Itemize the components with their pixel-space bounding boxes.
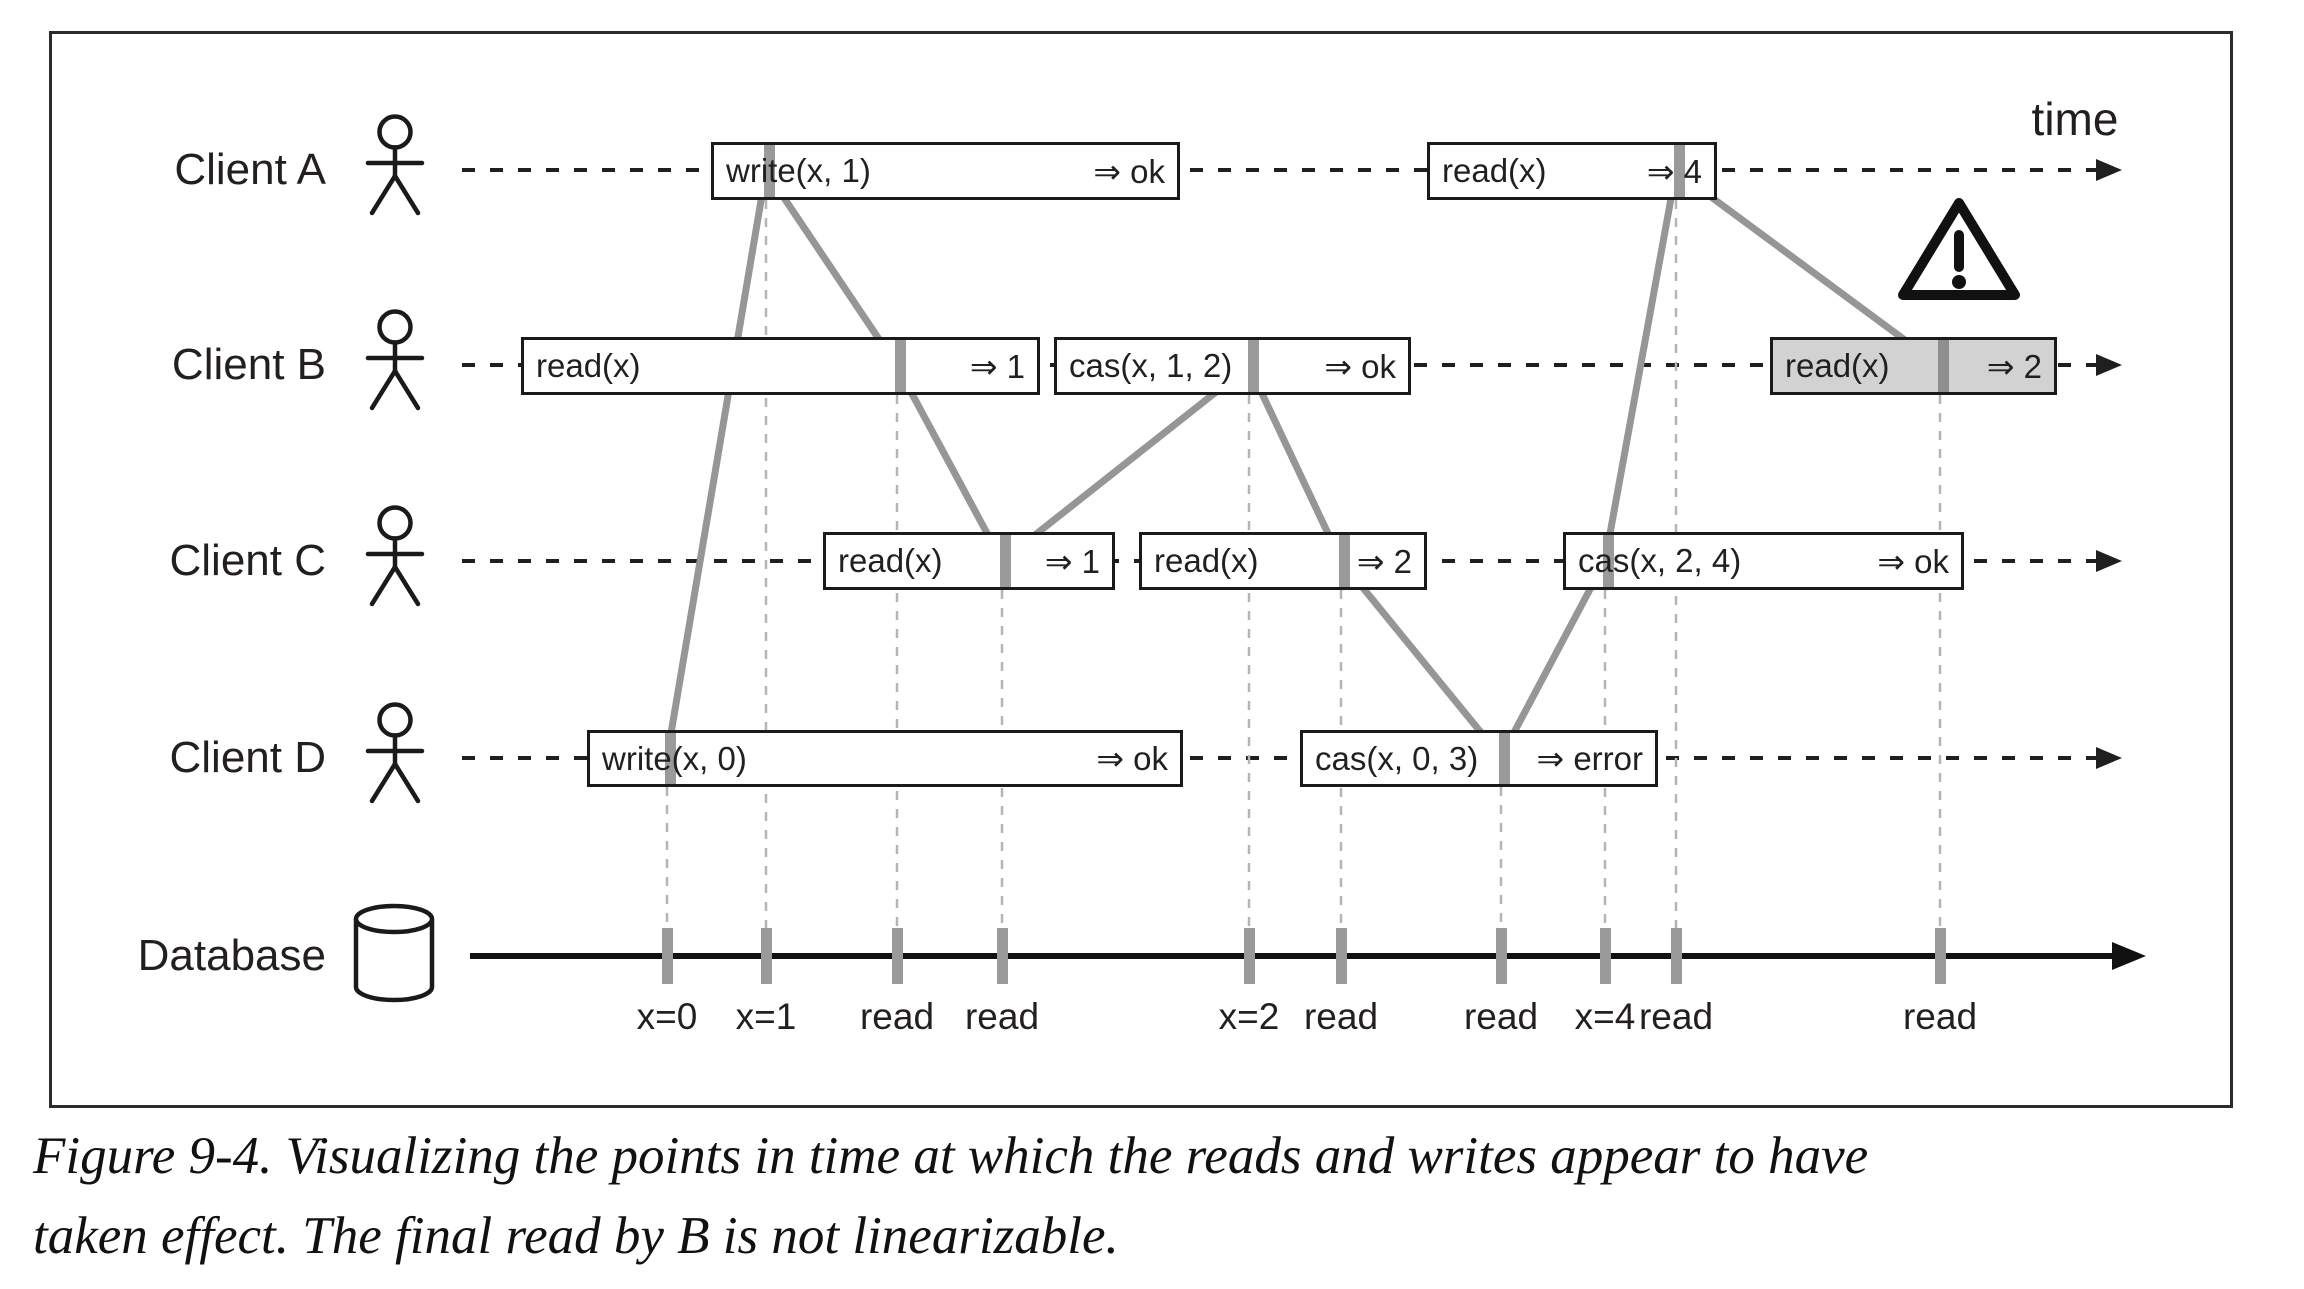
op-result: ⇒ 2 xyxy=(1986,347,2042,385)
op-label: read(x) xyxy=(536,347,641,384)
commit-point-marker xyxy=(1938,340,1949,392)
db-tick-label: x=0 xyxy=(636,996,698,1037)
client-c-label: Client C xyxy=(169,536,327,585)
database-label: Database xyxy=(137,931,326,980)
db-commit-marker xyxy=(1935,928,1946,984)
op-c-read1: read(x) ⇒ 1 xyxy=(823,532,1115,590)
arrowhead-icon xyxy=(2096,747,2122,769)
client-d-label: Client D xyxy=(169,733,327,782)
figure-caption-line1: Figure 9-4. Visualizing the points in ti… xyxy=(33,1127,1869,1185)
op-result: ⇒ ok xyxy=(1093,152,1165,190)
db-commit-marker xyxy=(1496,928,1507,984)
warning-icon xyxy=(1898,198,2020,300)
client-b-label: Client B xyxy=(171,340,326,389)
client-a-label: Client A xyxy=(174,145,326,194)
database-cylinder-icon xyxy=(353,903,435,1003)
commit-point-marker xyxy=(1248,340,1259,392)
op-result: ⇒ 1 xyxy=(969,347,1025,385)
db-commit-marker xyxy=(997,928,1008,984)
commit-point-marker xyxy=(1674,145,1685,197)
op-label: read(x) xyxy=(1154,542,1259,579)
op-label: cas(x, 2, 4) xyxy=(1578,542,1742,579)
op-d-write: write(x, 0) ⇒ ok xyxy=(587,730,1183,787)
commit-point-marker xyxy=(1603,535,1614,587)
time-axis-label: time xyxy=(2031,93,2119,145)
db-tick-label: read xyxy=(859,996,935,1037)
op-result: ⇒ error xyxy=(1536,740,1644,777)
op-b-cas: cas(x, 1, 2) ⇒ ok xyxy=(1054,337,1411,395)
arrowhead-icon xyxy=(2112,942,2146,970)
op-c-cas: cas(x, 2, 4) ⇒ ok xyxy=(1563,532,1964,590)
db-commit-marker xyxy=(1600,928,1611,984)
op-label: read(x) xyxy=(838,542,943,579)
arrowhead-icon xyxy=(2096,354,2122,376)
db-tick-label: read xyxy=(1463,996,1539,1037)
op-result: ⇒ ok xyxy=(1096,740,1168,777)
op-result: ⇒ ok xyxy=(1324,347,1396,385)
op-label: write(x, 0) xyxy=(602,739,747,777)
timeline-client-a xyxy=(462,168,2098,172)
db-tick-label: x=1 xyxy=(735,996,797,1037)
op-result: ⇒ 4 xyxy=(1646,152,1702,190)
db-tick-label: read xyxy=(964,996,1040,1037)
op-result: ⇒ 2 xyxy=(1356,542,1412,580)
db-commit-marker xyxy=(662,928,673,984)
db-commit-marker xyxy=(1336,928,1347,984)
db-tick-label: read xyxy=(1303,996,1379,1037)
db-tick-label: read xyxy=(1638,996,1714,1037)
arrowhead-icon xyxy=(2096,550,2122,572)
op-a-write: write(x, 1) ⇒ ok xyxy=(711,142,1180,200)
commit-point-marker xyxy=(895,340,906,392)
op-a-read: read(x) ⇒ 4 xyxy=(1427,142,1717,200)
db-commit-marker xyxy=(1244,928,1255,984)
db-commit-marker xyxy=(1671,928,1682,984)
person-icon xyxy=(365,702,425,804)
db-tick-label: x=4 xyxy=(1574,996,1636,1037)
op-result: ⇒ ok xyxy=(1877,542,1949,580)
op-label: read(x) xyxy=(1442,152,1547,189)
op-label: read(x) xyxy=(1785,347,1890,384)
op-b-read1: read(x) ⇒ 1 xyxy=(521,337,1040,395)
op-label: cas(x, 0, 3) xyxy=(1315,739,1479,777)
op-label: cas(x, 1, 2) xyxy=(1069,347,1233,384)
db-commit-marker xyxy=(761,928,772,984)
op-d-cas: cas(x, 0, 3) ⇒ error xyxy=(1300,730,1658,787)
commit-point-marker xyxy=(1339,535,1350,587)
database-timeline xyxy=(470,953,2120,959)
person-icon xyxy=(365,309,425,411)
commit-point-marker xyxy=(1499,733,1510,784)
db-tick-label: read xyxy=(1902,996,1978,1037)
person-icon xyxy=(365,505,425,607)
db-commit-marker xyxy=(892,928,903,984)
commit-point-marker xyxy=(1000,535,1011,587)
commit-point-marker xyxy=(764,145,775,197)
arrowhead-icon xyxy=(2096,159,2122,181)
op-label: write(x, 1) xyxy=(726,152,871,189)
op-result: ⇒ 1 xyxy=(1044,542,1100,580)
figure-caption-line2: taken effect. The final read by B is not… xyxy=(33,1207,1119,1265)
op-b-read2-not-linearizable: read(x) ⇒ 2 xyxy=(1770,337,2057,395)
person-icon xyxy=(365,114,425,216)
linearization-order-line xyxy=(663,161,1943,764)
commit-point-marker xyxy=(665,733,676,784)
db-tick-label: x=2 xyxy=(1218,996,1280,1037)
op-c-read2: read(x) ⇒ 2 xyxy=(1139,532,1427,590)
timeline-client-d xyxy=(462,756,2098,760)
